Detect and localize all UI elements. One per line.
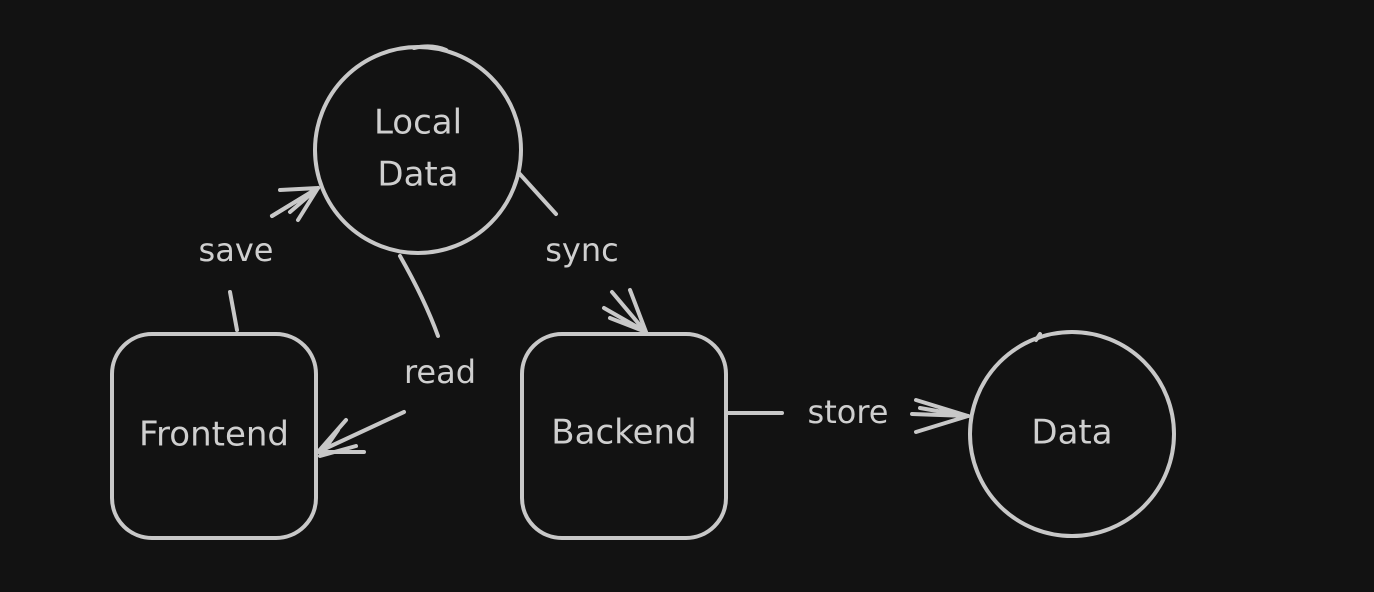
edge-read-line-upper bbox=[398, 254, 440, 338]
edge-read-arrowhead bbox=[316, 418, 366, 458]
edge-sync-label: sync bbox=[545, 231, 618, 269]
node-local-data-label-line2: Data bbox=[377, 155, 458, 195]
node-local-data-shape bbox=[313, 45, 523, 255]
node-frontend[interactable]: Frontend bbox=[110, 332, 318, 540]
node-backend-shape bbox=[520, 332, 728, 540]
node-frontend-label: Frontend bbox=[139, 415, 289, 455]
edge-read-label: read bbox=[404, 353, 476, 391]
edge-save: save bbox=[199, 186, 320, 332]
edge-store-label: store bbox=[808, 393, 889, 431]
edge-save-arrowhead bbox=[270, 186, 320, 222]
edge-read: read bbox=[316, 254, 476, 458]
node-data-sketch-mark bbox=[1034, 332, 1042, 342]
edge-store-arrowhead bbox=[914, 398, 970, 434]
node-local-data-label-line1: Local bbox=[374, 103, 462, 143]
edge-sync-line-upper bbox=[516, 170, 558, 216]
node-data-label: Data bbox=[1031, 413, 1112, 453]
node-local-data-sketch-mark bbox=[412, 44, 448, 52]
edge-save-label: save bbox=[199, 231, 274, 269]
edge-sync-line-lower bbox=[610, 290, 646, 332]
edge-save-line bbox=[228, 290, 239, 332]
node-backend[interactable]: Backend bbox=[520, 332, 728, 540]
edge-store: store bbox=[726, 393, 970, 434]
edge-read-line-lower bbox=[316, 410, 406, 454]
node-frontend-shape bbox=[110, 332, 318, 540]
edge-sync: sync bbox=[516, 170, 648, 334]
node-data-shape bbox=[968, 330, 1176, 538]
node-local-data[interactable]: Local Data bbox=[313, 44, 523, 255]
node-data[interactable]: Data bbox=[968, 330, 1176, 538]
node-backend-label: Backend bbox=[551, 413, 696, 453]
